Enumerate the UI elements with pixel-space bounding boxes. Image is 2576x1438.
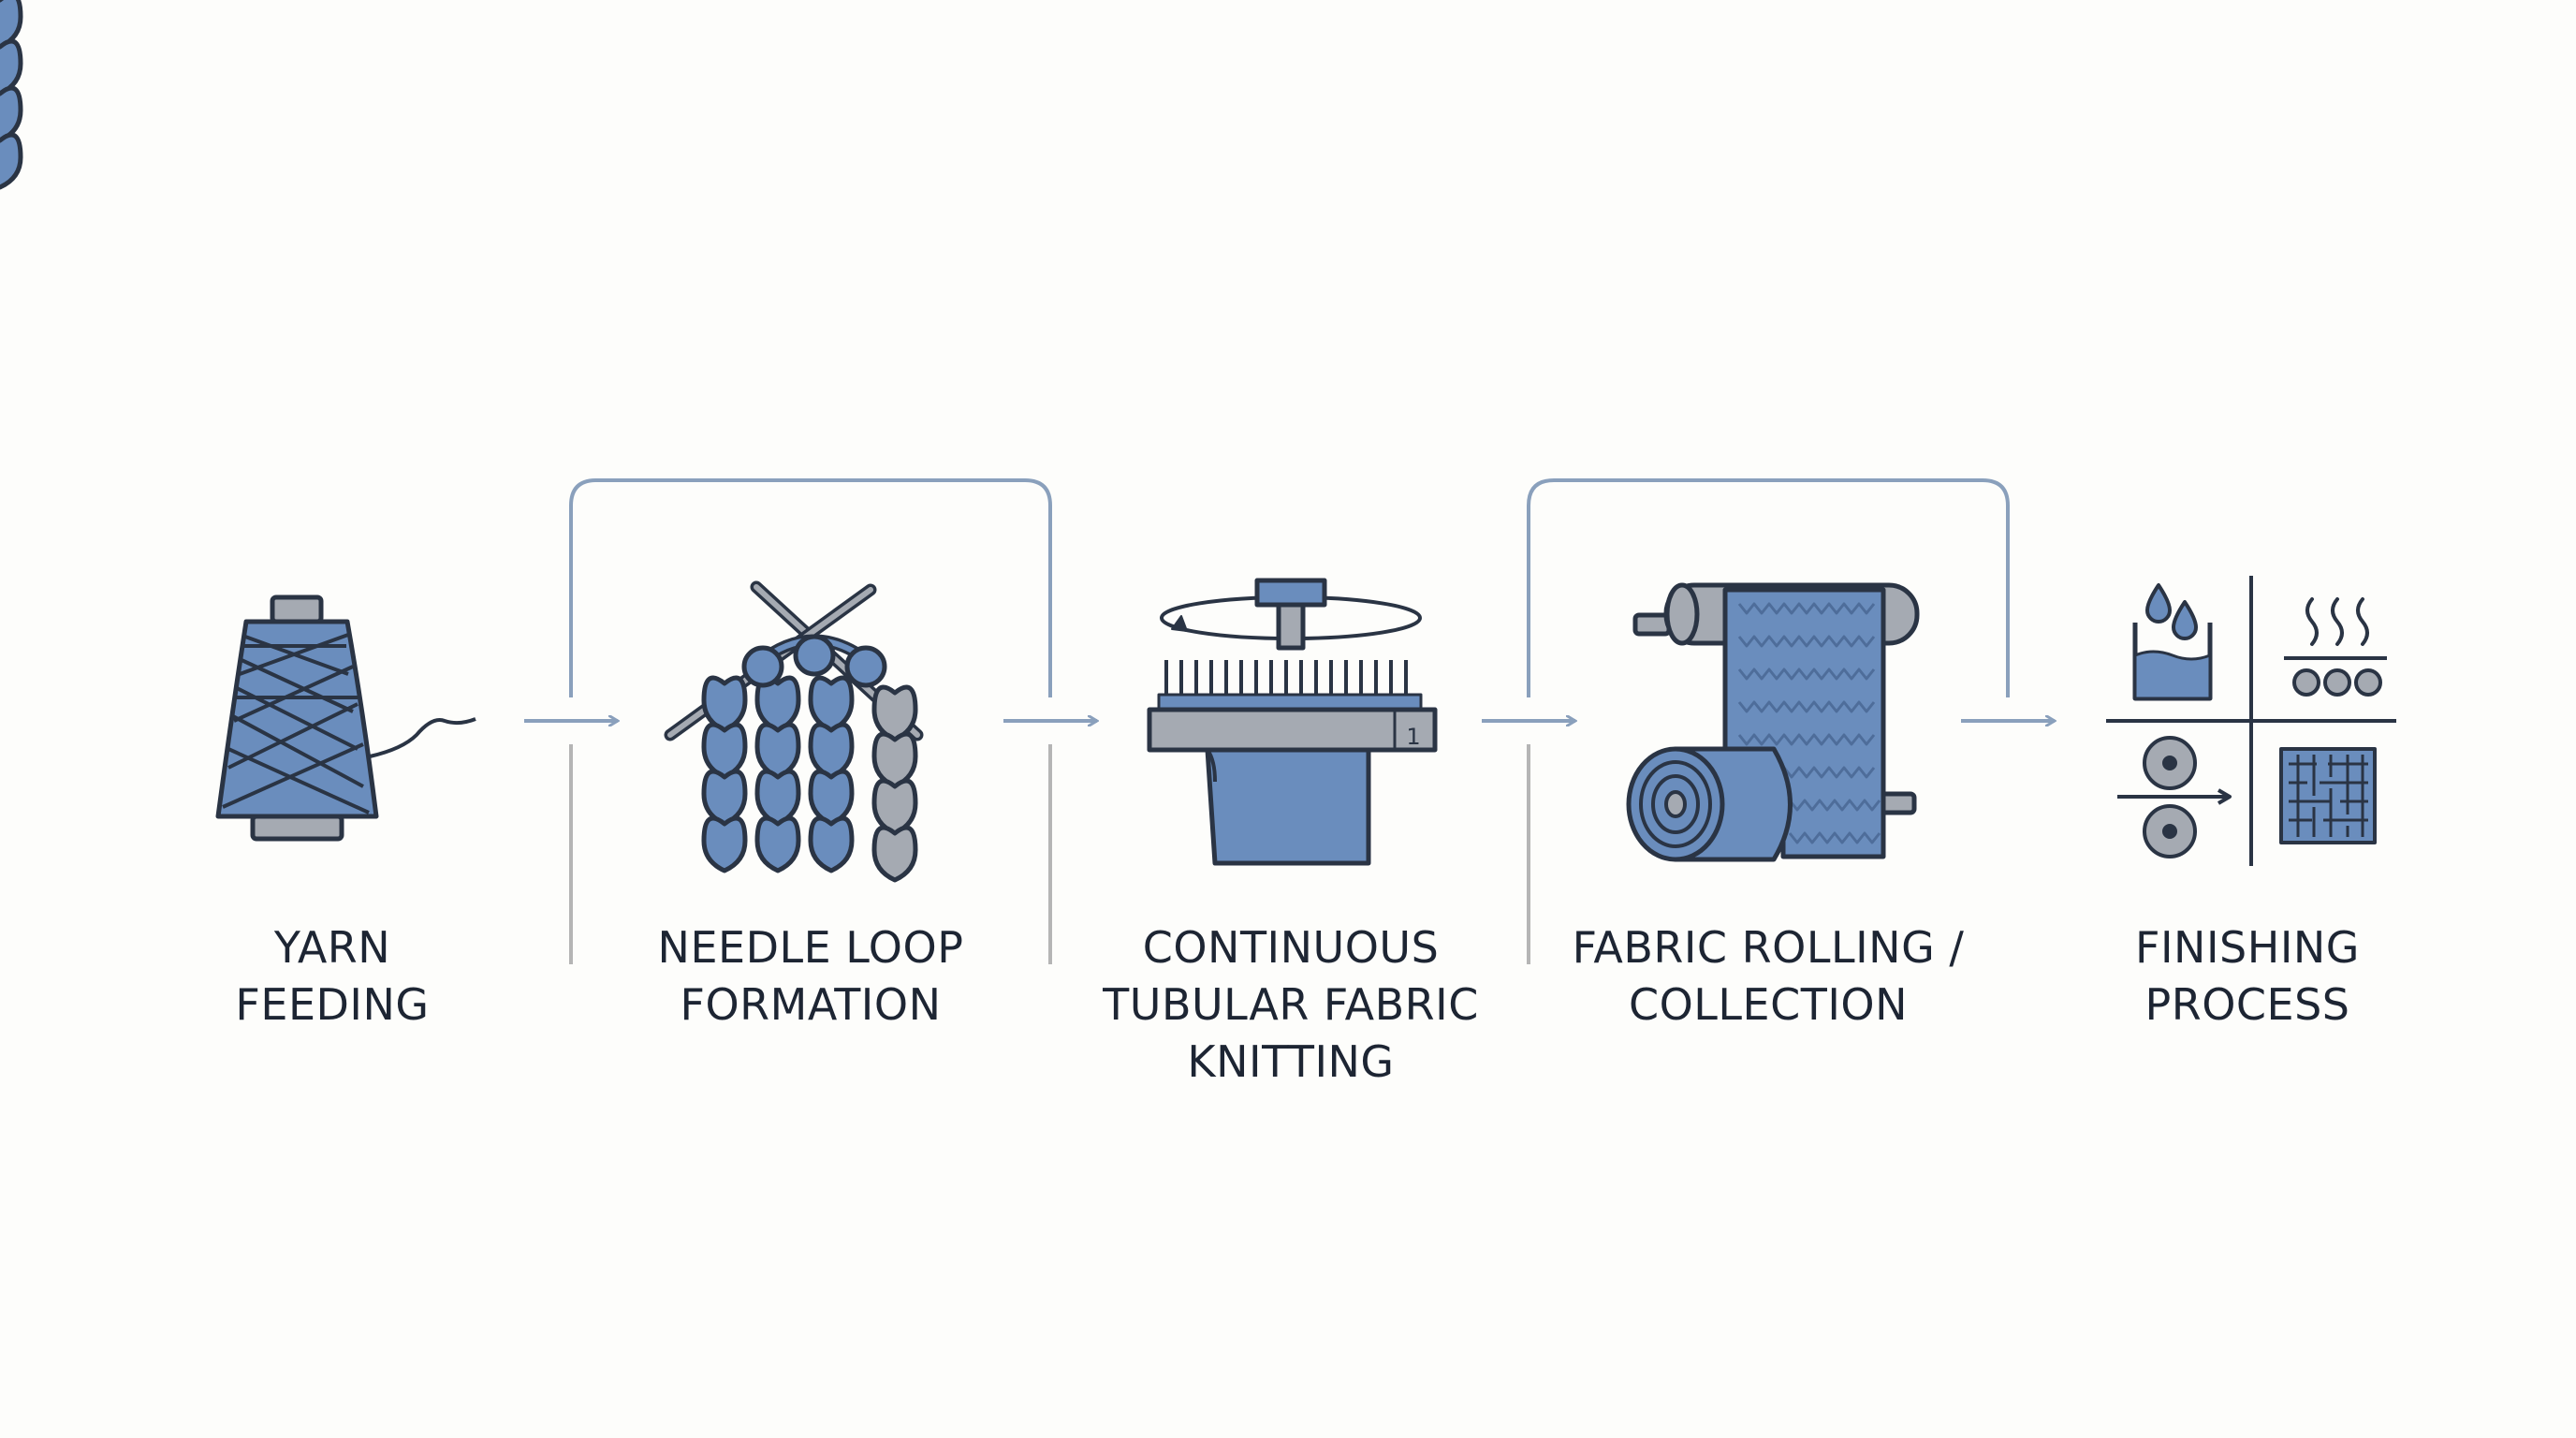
fabric-roll-icon <box>1626 582 1920 862</box>
step-label-line: KNITTING <box>1187 1036 1395 1087</box>
step-label-needle-loop-formation: NEEDLE LOOP FORMATION <box>586 919 1035 1034</box>
step-label-continuous-tubular-fabric-knitting: CONTINUOUS TUBULAR FABRIC KNITTING <box>1066 919 1515 1091</box>
step-label-line: FINISHING <box>2135 922 2360 973</box>
machine-counter-label: 1 <box>1406 724 1420 750</box>
knitting-needles-icon <box>0 0 924 883</box>
bracket-connector-2 <box>1527 478 2010 697</box>
bracket-connector-1 <box>569 478 1052 697</box>
step-label-line: YARN <box>273 922 391 973</box>
step-label-finishing-process: FINISHING PROCESS <box>2023 919 2472 1034</box>
step-label-line: FORMATION <box>680 979 942 1030</box>
yarn-cone-icon <box>215 594 476 842</box>
step-label-line: TUBULAR FABRIC <box>1103 979 1479 1030</box>
circular-knitting-machine-icon: 1 <box>1147 578 1438 866</box>
step-label-line: FABRIC ROLLING / <box>1572 922 1965 973</box>
step-label-fabric-rolling-collection: FABRIC ROLLING / COLLECTION <box>1544 919 1993 1034</box>
step-label-line: COLLECTION <box>1628 979 1909 1030</box>
step-label-line: NEEDLE LOOP <box>657 922 964 973</box>
step-label-line: PROCESS <box>2144 979 2350 1030</box>
step-label-line: FEEDING <box>235 979 430 1030</box>
finishing-grid-icon <box>2106 576 2396 866</box>
step-label-line: CONTINUOUS <box>1142 922 1440 973</box>
step-label-yarn-feeding: YARN FEEDING <box>108 919 557 1034</box>
